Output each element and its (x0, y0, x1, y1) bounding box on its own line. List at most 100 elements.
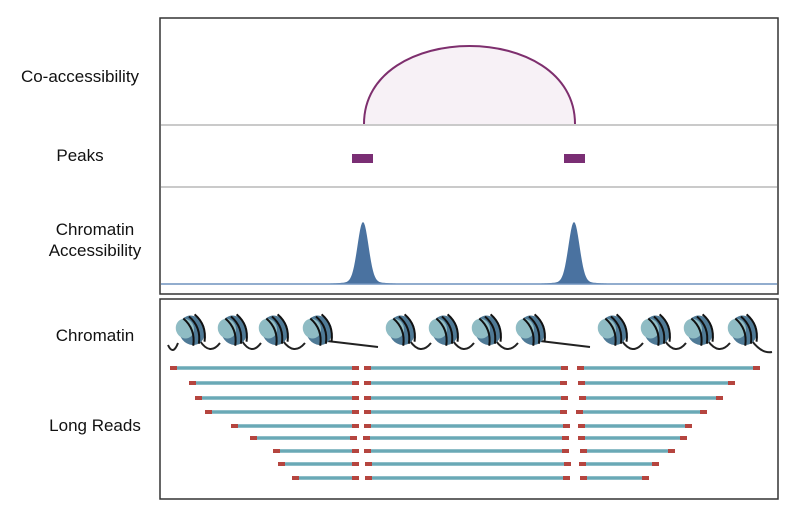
dna-wrap (435, 317, 448, 346)
read-end-marker (364, 396, 371, 400)
read-end-marker (652, 462, 659, 466)
read-end-marker (753, 366, 760, 370)
label-chromatin-accessibility-line1: Chromatin (55, 220, 135, 239)
read-end-marker (189, 381, 196, 385)
read-end-marker (352, 462, 359, 466)
dna-wrap (615, 313, 628, 342)
dna-wrap (446, 313, 459, 342)
read-end-marker (564, 462, 571, 466)
dna-wrap (182, 317, 195, 346)
nucleosome-icon (515, 313, 546, 346)
dna-wrap (224, 317, 237, 346)
dna-wrap (478, 317, 491, 346)
read-end-marker (716, 396, 723, 400)
read-end-marker (680, 436, 687, 440)
nucleosome-icon (258, 313, 289, 346)
read-end-marker (577, 366, 584, 370)
read-end-marker (170, 366, 177, 370)
nucleosome-icon (302, 313, 333, 346)
nucleosome-icon (727, 313, 758, 346)
nucleosome-icon (471, 313, 502, 346)
read-end-marker (364, 410, 371, 414)
read-end-marker (580, 476, 587, 480)
dna-wrap (533, 313, 546, 342)
dna-wrap (528, 315, 541, 344)
dna-wrap (276, 313, 289, 342)
dna-wrap (315, 315, 328, 344)
dna-wrap (690, 317, 703, 346)
dna-wrap (235, 313, 248, 342)
dna-wrap (398, 315, 411, 344)
nucleosome-icon (428, 313, 459, 346)
dna-wrap (309, 317, 322, 346)
read-end-marker (364, 381, 371, 385)
dna-wrap (604, 317, 617, 346)
label-chromatin: Chromatin (55, 326, 135, 345)
long-reads-group (170, 366, 760, 480)
dna-wrap (441, 315, 454, 344)
read-end-marker (352, 396, 359, 400)
dna-wrap (658, 313, 671, 342)
dna-wrap (193, 313, 206, 342)
read-end-marker (352, 476, 359, 480)
read-end-marker (563, 424, 570, 428)
read-end-marker (364, 424, 371, 428)
read-end-marker (560, 381, 567, 385)
read-end-marker (292, 476, 299, 480)
nucleosome-icon (597, 313, 628, 346)
dna-wrap (647, 317, 660, 346)
lower-panel-frame (159, 298, 779, 500)
read-end-marker (578, 424, 585, 428)
read-end-marker (352, 366, 359, 370)
read-end-marker (365, 462, 372, 466)
read-end-marker (561, 396, 568, 400)
label-peaks: Peaks (56, 146, 104, 165)
read-end-marker (352, 381, 359, 385)
read-end-marker (700, 410, 707, 414)
dna-wrap (696, 315, 709, 344)
read-end-marker (668, 449, 675, 453)
read-end-marker (278, 462, 285, 466)
read-end-marker (273, 449, 280, 453)
read-end-marker (580, 449, 587, 453)
dna-wrap (271, 315, 284, 344)
read-end-marker (578, 381, 585, 385)
read-end-marker (364, 366, 371, 370)
accessibility-signal (162, 222, 776, 284)
dna-wrap (740, 315, 753, 344)
read-end-marker (365, 476, 372, 480)
dna-wrap (653, 315, 666, 344)
dna-wrap (610, 315, 623, 344)
dna-wrap (701, 313, 714, 342)
dna-wrap (265, 317, 278, 346)
peak-1 (352, 154, 373, 163)
nucleosome-icon (175, 313, 206, 346)
read-end-marker (561, 366, 568, 370)
read-end-marker (562, 449, 569, 453)
label-chromatin-accessibility-line2: Accessibility (48, 241, 142, 260)
read-end-marker (352, 410, 359, 414)
dna-wrap (392, 317, 405, 346)
read-end-marker (728, 381, 735, 385)
dna-wrap (489, 313, 502, 342)
nucleosome-icon (683, 313, 714, 346)
read-end-marker (579, 396, 586, 400)
dna-wrap (320, 313, 333, 342)
upper-panel-frame (159, 17, 779, 295)
dna-wrap (230, 315, 243, 344)
read-end-marker (560, 410, 567, 414)
dna-wrap (522, 317, 535, 346)
dna-wrap (188, 315, 201, 344)
dna-strand (167, 340, 773, 354)
read-end-marker (576, 410, 583, 414)
dna-wrap (734, 317, 747, 346)
read-end-marker (205, 410, 212, 414)
peak-2 (564, 154, 585, 163)
label-long-reads: Long Reads (49, 416, 141, 435)
read-end-marker (364, 449, 371, 453)
label-coaccessibility: Co-accessibility (20, 67, 140, 86)
read-end-marker (579, 462, 586, 466)
read-end-marker (685, 424, 692, 428)
read-end-marker (562, 436, 569, 440)
